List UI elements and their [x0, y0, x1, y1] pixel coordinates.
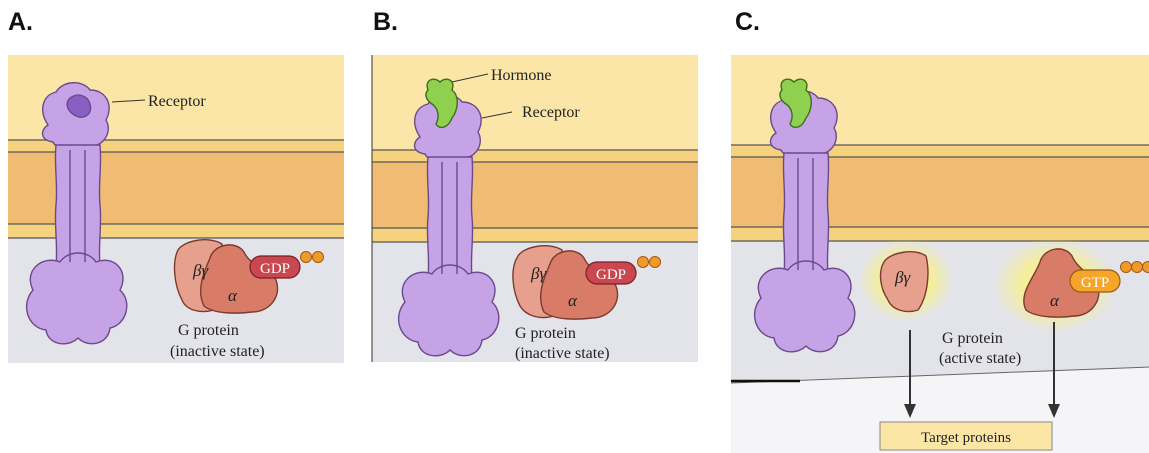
gtp-label: GTP: [1081, 275, 1109, 291]
panel-b: Hormone Receptor βγ α GDP G protein (ina…: [372, 55, 698, 362]
beta-gamma-label: βγ: [192, 261, 209, 280]
alpha-label: α: [568, 291, 578, 310]
g-protein-label: G protein: [942, 330, 1003, 347]
panel-a: Receptor βγ α GDP G protein (inactive st…: [8, 55, 344, 363]
phosphate-3: [1143, 262, 1149, 273]
panel-c: βγ α GTP G protein (active state) Target…: [731, 55, 1149, 453]
phosphate-2: [650, 257, 661, 268]
phosphate-1: [301, 252, 312, 263]
phosphate-2: [313, 252, 324, 263]
phosphate-1: [638, 257, 649, 268]
gdp-label: GDP: [260, 261, 290, 277]
receptor-label: Receptor: [148, 93, 206, 110]
beta-gamma-label: βγ: [894, 268, 911, 287]
hormone-label: Hormone: [491, 67, 551, 84]
state-label: (inactive state): [170, 343, 265, 360]
beta-gamma-label: βγ: [530, 264, 547, 283]
state-label: (inactive state): [515, 345, 610, 362]
g-protein-label: G protein: [515, 325, 576, 342]
phosphate-1: [1121, 262, 1132, 273]
gdp-label: GDP: [596, 267, 626, 283]
phosphate-2: [1132, 262, 1143, 273]
g-protein-label: G protein: [178, 322, 239, 339]
alpha-label: α: [1050, 291, 1060, 310]
alpha-label: α: [228, 286, 238, 305]
state-label: (active state): [939, 350, 1021, 367]
target-proteins-label: Target proteins: [921, 430, 1011, 446]
receptor-label: Receptor: [522, 104, 580, 121]
